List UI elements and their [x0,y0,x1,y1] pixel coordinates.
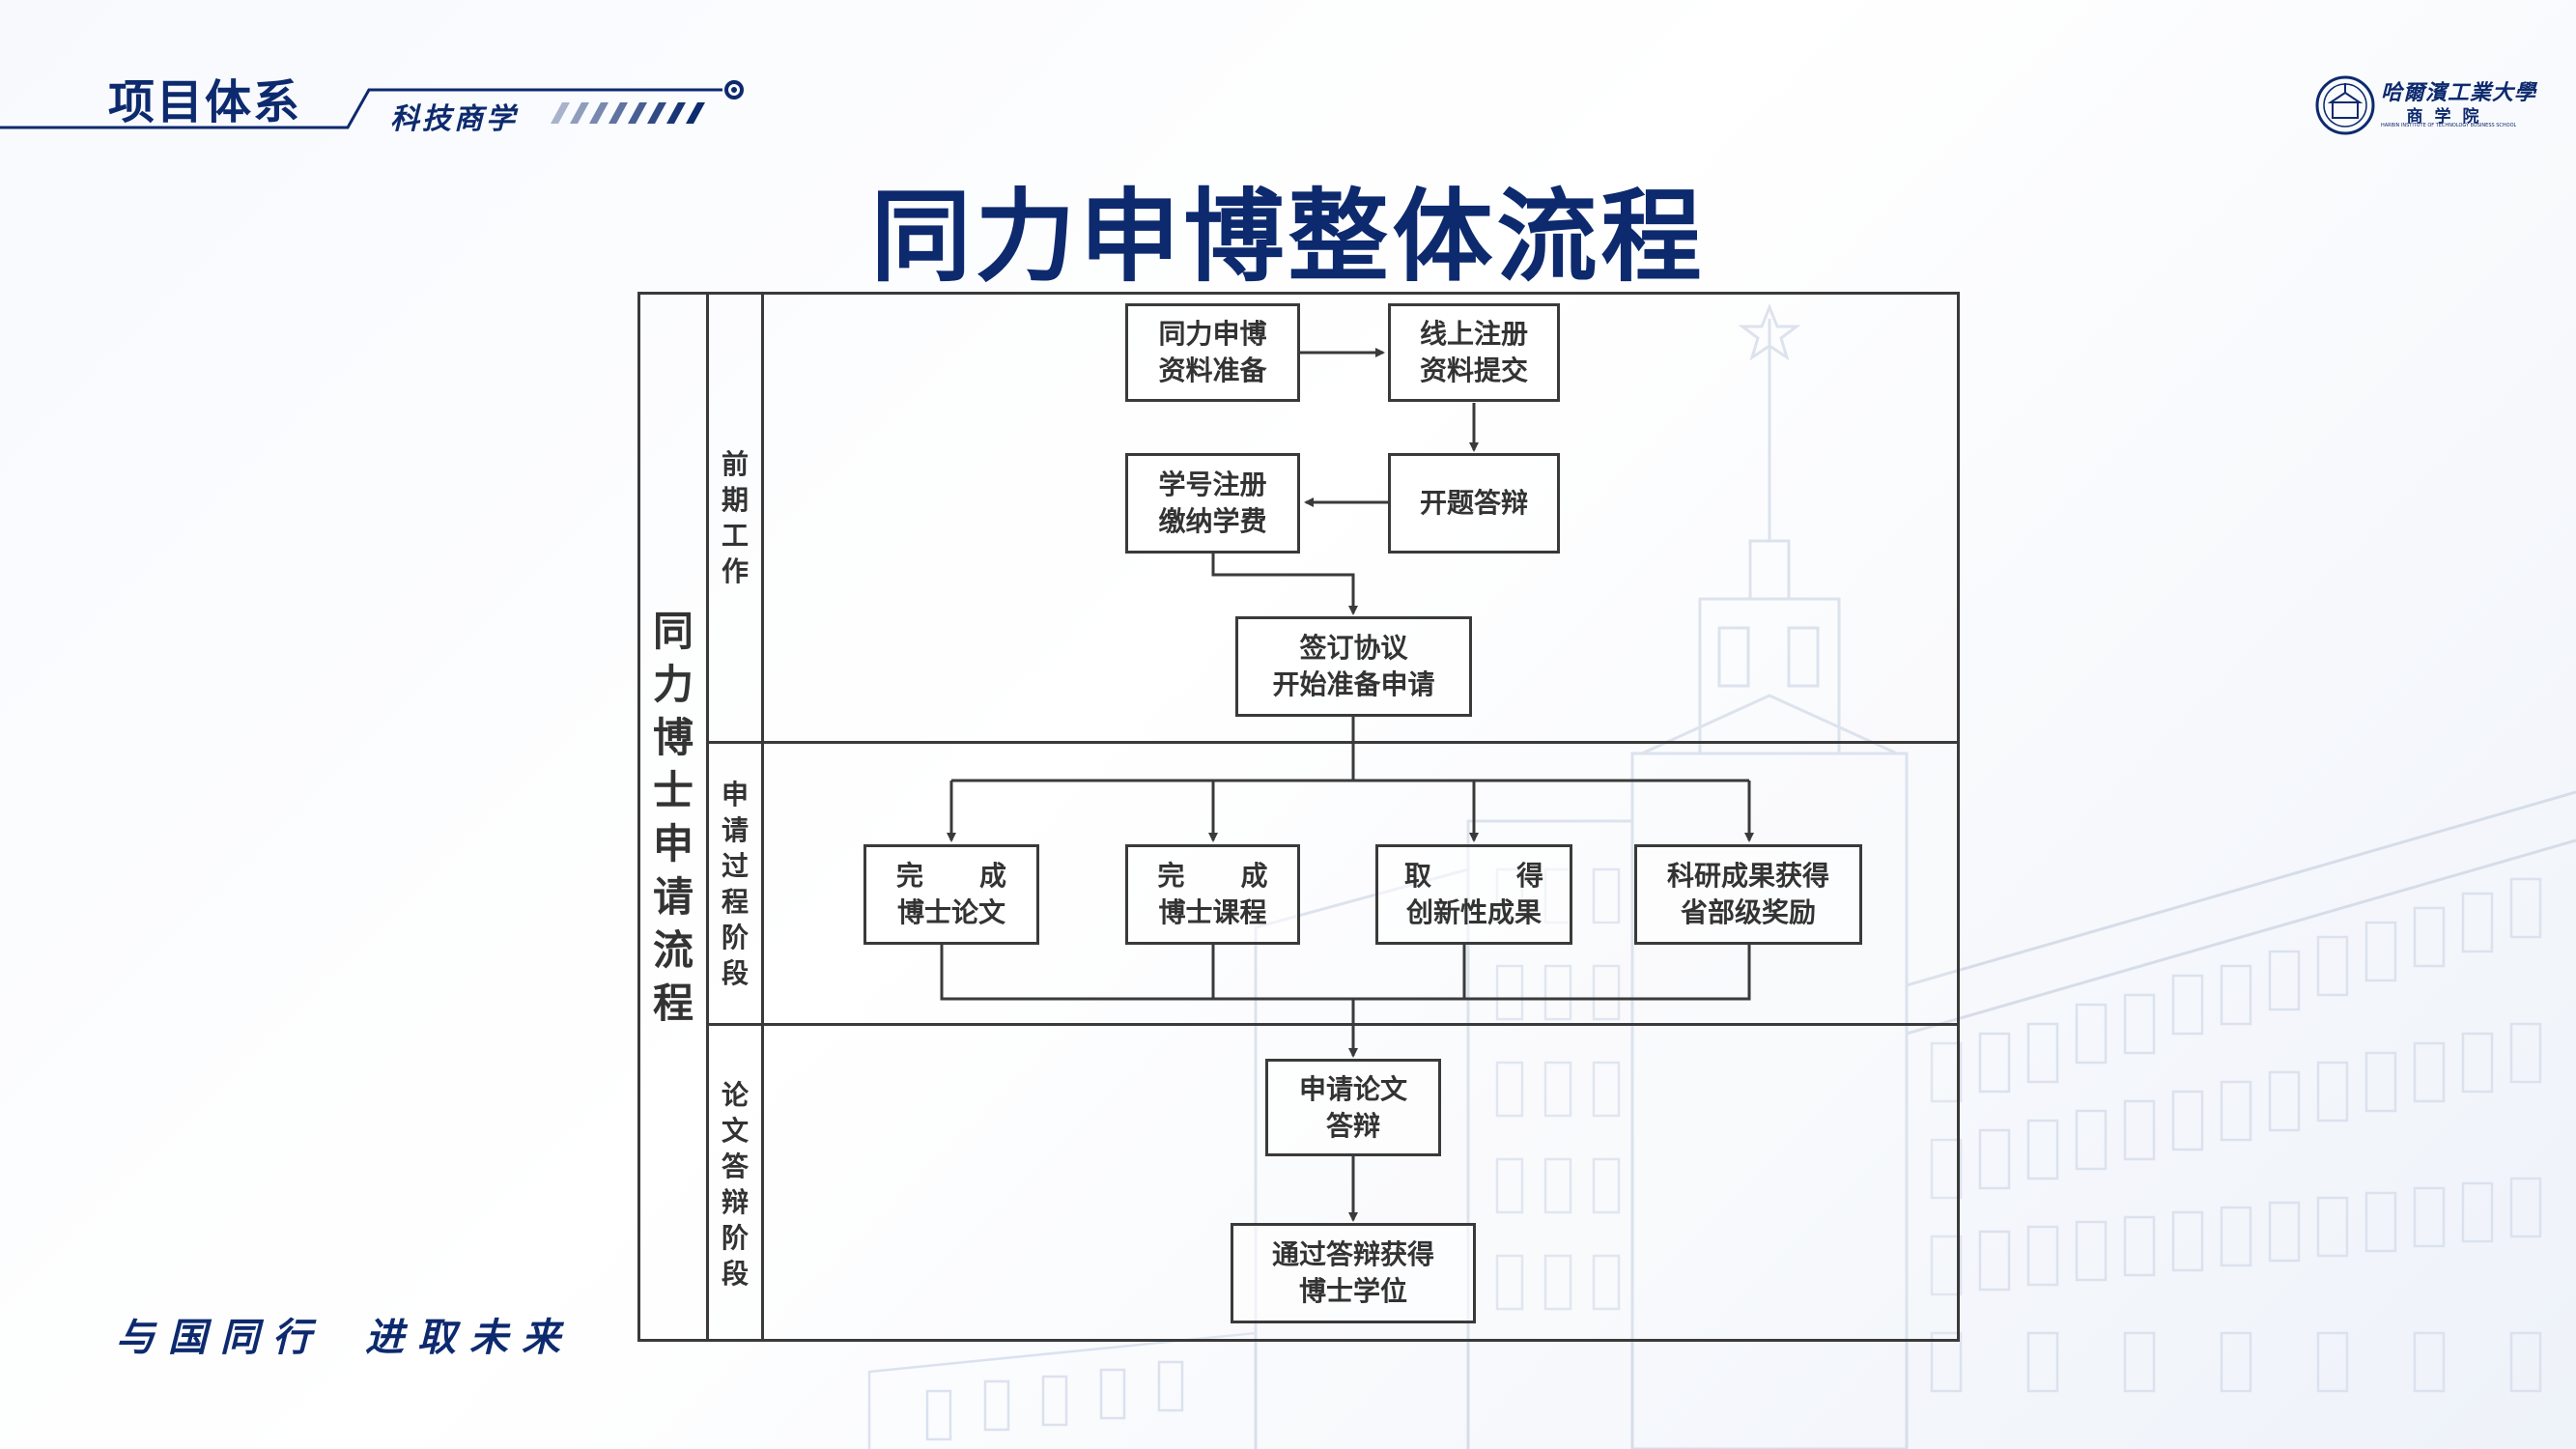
slogan: 与国同行进取未来 [116,1306,574,1362]
node-text-char: 完 [896,860,924,892]
node-text-line: 科研成果获得 [1666,860,1829,892]
stage-label-char: 段 [721,956,749,989]
main-label-char: 力 [652,660,694,708]
node-text-line: 博士课程 [1158,896,1267,928]
node-text-char: 成 [978,860,1006,892]
main-label-char: 同 [652,607,694,655]
stage-label-char: 阶 [721,921,749,953]
stage-label-char: 作 [721,555,749,587]
node-text-line: 开始准备申请 [1272,668,1435,700]
header-decoration [0,80,744,129]
node-sign-agreement: 签订协议 开始准备申请 [1235,616,1472,717]
node-text-char: 完 [1157,860,1185,892]
node-prep-materials: 同力申博 资料准备 [1125,303,1300,402]
main-label-char: 程 [652,979,694,1027]
node-text-line: 资料准备 [1158,355,1267,386]
stage-divider-2 [706,1023,1960,1026]
slogan-part-1: 与国同行 [116,1315,325,1360]
node-text-line: 开题答辩 [1419,487,1528,519]
university-emblem-icon [2315,75,2375,135]
node-text-line: 申请论文 [1298,1072,1407,1105]
stage-label-char: 程 [721,885,749,918]
university-name: 哈爾濱工業大學 [2381,81,2537,105]
node-online-register: 线上注册 资料提交 [1388,303,1560,402]
process-main-label: 同力博士申请流程 [640,295,706,1339]
main-label-char: 流 [652,925,694,974]
main-label-char: 请 [652,872,694,921]
node-text-char: 得 [1515,860,1543,892]
stage-label-char: 辩 [721,1185,749,1218]
sub-brand: 科技商学 [390,102,518,136]
page-title: 同力申博整体流程 [870,178,1706,296]
node-innovation: 取 得 创新性成果 [1375,844,1572,945]
node-courses: 完 成 博士课程 [1125,844,1300,945]
node-award: 科研成果获得 省部级奖励 [1634,844,1862,945]
node-text-line: 学号注册 [1158,469,1267,500]
stage-label-char: 工 [721,520,749,552]
stage-label-defense: 论文答辩阶段 [709,1026,761,1342]
node-text-char: 取 [1404,860,1432,892]
stage-label-char: 请 [721,813,749,846]
stage-label-char: 前 [721,448,749,480]
node-student-id: 学号注册 缴纳学费 [1125,453,1300,554]
node-degree: 通过答辩获得 博士学位 [1231,1223,1476,1323]
stage-label-char: 过 [721,849,749,882]
column-divider-2 [761,292,764,1342]
column-divider-1 [706,292,709,1342]
node-text-line: 缴纳学费 [1158,505,1267,537]
node-text-line: 答辩 [1325,1109,1380,1142]
stage-label-char: 申 [721,778,749,810]
flowchart-frame [637,292,1960,1342]
node-text-line: 省部级奖励 [1680,896,1816,928]
stage-label-char: 阶 [721,1221,749,1254]
node-thesis: 完 成 博士论文 [863,844,1039,945]
node-text-line: 签订协议 [1299,632,1408,664]
node-text-line: 博士学位 [1298,1275,1407,1307]
node-text-char: 成 [1240,860,1268,892]
section-title: 项目体系 [108,75,302,129]
node-text-line: 创新性成果 [1405,896,1542,928]
node-text-line: 同力申博 [1158,318,1267,350]
university-name-en: HARBIN INSTITUTE OF TECHNOLOGY BUSINESS … [2381,123,2516,128]
node-text-line: 资料提交 [1419,355,1528,386]
stage-label-char: 段 [721,1257,749,1290]
main-label-char: 博 [652,713,694,761]
stage-divider-1 [706,741,1960,744]
node-text-line: 线上注册 [1419,318,1528,350]
stage-label-char: 文 [721,1114,749,1147]
node-thesis-defense: 申请论文 答辩 [1265,1059,1441,1156]
node-proposal-defense: 开题答辩 [1388,453,1560,554]
school-name: 商学院 [2406,107,2491,127]
stage-label-char: 论 [721,1078,749,1111]
stage-label-char: 期 [721,484,749,516]
main-label-char: 申 [652,819,694,867]
node-text-line: 通过答辩获得 [1271,1238,1434,1270]
stage-label-application: 申请过程阶段 [709,744,761,1023]
stage-label-preparation: 前期工作 [709,295,761,741]
node-text-line: 博士论文 [896,896,1005,928]
slogan-part-2: 进取未来 [365,1315,574,1360]
main-label-char: 士 [652,766,694,814]
stage-label-char: 答 [721,1150,749,1182]
